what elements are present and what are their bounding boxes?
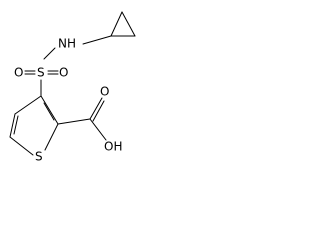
- atom-label-nh: NH: [58, 37, 76, 51]
- atom-label-o-left: O: [14, 66, 23, 80]
- bond-nh-sulfonyl: [43, 47, 56, 60]
- atom-label-o-right: O: [59, 66, 68, 80]
- bond-cyclopropyl-nh: [82, 35, 112, 45]
- bond-carboxyl-o-b: [92, 100, 105, 122]
- atom-label-oh: OH: [104, 140, 122, 154]
- bond-cyclopropyl-1: [110, 11, 123, 37]
- bond-c5-c4-inner: [13, 115, 19, 135]
- bond-cyclopropyl-2: [121, 11, 136, 37]
- molecule-canvas: NH S O O O OH S: [0, 0, 148, 197]
- atom-label-ring-s: S: [35, 150, 43, 164]
- bond-c2-carboxyl: [57, 118, 91, 125]
- bond-carboxyl-o-a: [89, 97, 103, 120]
- bond-c3-c2-inner: [43, 102, 55, 121]
- bond-carboxyl-oh: [89, 118, 107, 141]
- bond-s1-c5: [9, 136, 34, 156]
- bond-c4-c3: [14, 95, 42, 115]
- bond-c3-c2: [40, 95, 59, 125]
- bond-c2-s1: [44, 123, 59, 151]
- atom-label-sulfonyl-s: S: [37, 66, 45, 80]
- atom-label-carbonyl-o: O: [100, 85, 109, 99]
- molecule-structure: NH S O O O OH S: [9, 11, 136, 164]
- bond-c5-c4: [9, 113, 16, 138]
